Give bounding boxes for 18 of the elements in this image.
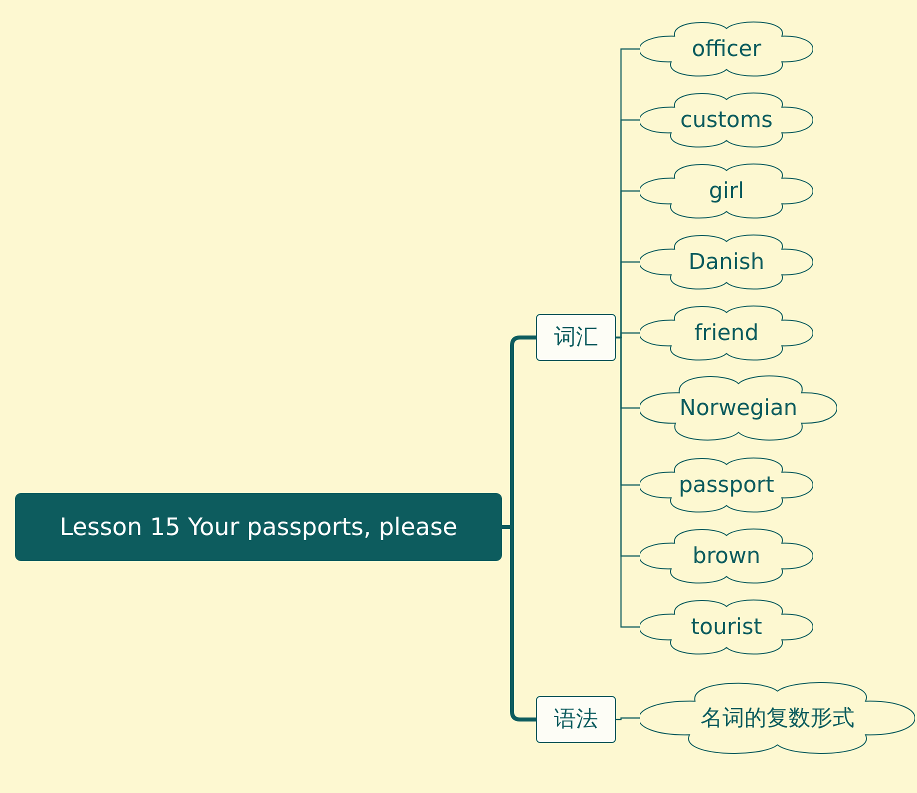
connector-line — [616, 717, 640, 720]
node-label: friend — [694, 320, 759, 348]
node-label: officer — [692, 36, 762, 64]
node-label: tourist — [690, 614, 762, 642]
node-label: 词汇 — [554, 324, 598, 352]
node-label: Norwegian — [680, 394, 798, 422]
node-label: brown — [692, 542, 760, 570]
root-topic-box — [15, 493, 502, 561]
node-label: 语法 — [554, 706, 598, 734]
node-label: Lesson 15 Your passports, please — [60, 512, 458, 543]
node-label: passport — [678, 472, 774, 500]
connector-line — [616, 336, 640, 628]
node-label: girl — [708, 178, 744, 206]
node-label: Danish — [688, 248, 764, 276]
topic-box — [536, 696, 616, 743]
node-label: customs — [680, 106, 773, 134]
node-label: 名词的复数形式 — [700, 704, 854, 732]
topic-box — [536, 314, 616, 361]
